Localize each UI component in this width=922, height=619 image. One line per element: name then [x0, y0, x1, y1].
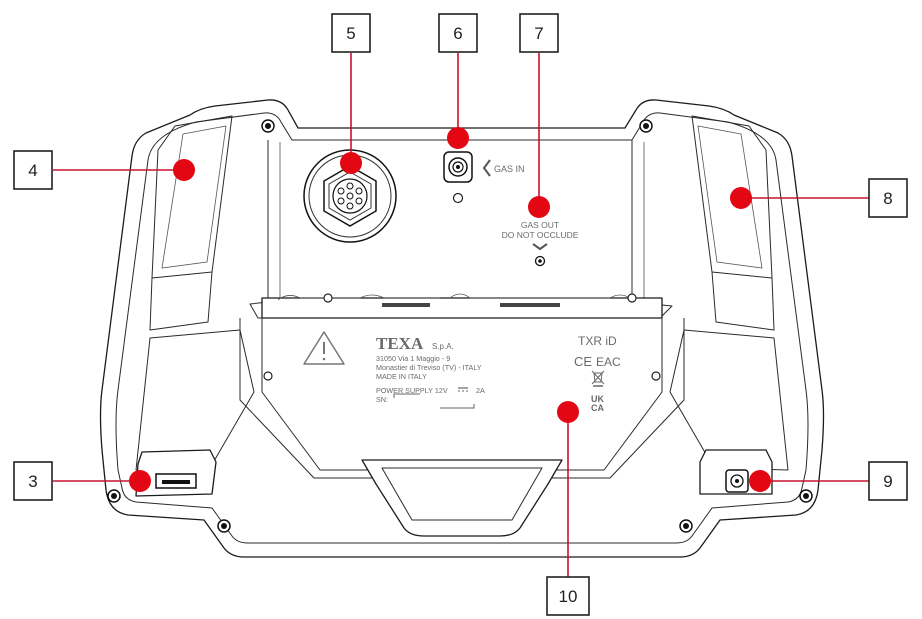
callout-number-7: 7 — [534, 24, 543, 43]
usb-port — [135, 449, 217, 497]
callouts: 3 4 5 6 7 — [13, 13, 908, 616]
gas-in-label: GAS IN — [494, 164, 525, 174]
callout-marker-9 — [749, 470, 771, 492]
gas-inlet — [443, 151, 473, 183]
device-body: GAS IN GAS OUT DO NOT OCCLUDE — [99, 99, 825, 558]
brand-name: TEXA — [376, 334, 424, 353]
address-line-1: 31050 Via 1 Maggio - 9 — [376, 354, 450, 363]
warning-triangle-icon — [303, 331, 345, 365]
ukca-mark-line-2: CA — [591, 403, 604, 413]
gas-out-label: GAS OUT — [521, 220, 559, 230]
eac-mark: EAC — [596, 355, 621, 369]
multi-pin-connector — [303, 149, 397, 243]
callout-number-10: 10 — [559, 587, 578, 606]
serial-number-label: SN: — [376, 395, 388, 404]
gas-in-arrow-icon — [482, 159, 491, 177]
callout-6: 6 — [438, 13, 478, 149]
callout-marker-10 — [557, 401, 579, 423]
callout-number-3: 3 — [28, 472, 37, 491]
screw-icons — [107, 119, 813, 533]
callout-number-5: 5 — [346, 24, 355, 43]
address-line-2: Monastier di Treviso (TV) - ITALY — [376, 363, 482, 372]
callout-marker-3 — [129, 470, 151, 492]
callout-8: 8 — [730, 178, 908, 218]
callout-4: 4 — [13, 150, 195, 190]
gas-outlet — [534, 255, 546, 267]
callout-marker-8 — [730, 187, 752, 209]
gas-out-warning: DO NOT OCCLUDE — [502, 230, 579, 240]
callout-marker-6 — [447, 127, 469, 149]
weee-bin-icon — [591, 370, 605, 387]
rating-label: TEXA S.p.A. 31050 Via 1 Maggio - 9 Monas… — [303, 331, 621, 413]
ukca-mark-line-1: UK — [591, 394, 604, 404]
callout-9: 9 — [749, 461, 908, 501]
callout-10: 10 — [546, 401, 590, 616]
callout-number-9: 9 — [883, 472, 892, 491]
ce-mark: CE — [574, 354, 592, 369]
dc-symbol-icon — [458, 387, 468, 392]
power-supply-label: POWER SUPPLY 12V — [376, 386, 448, 395]
callout-7: 7 — [519, 13, 559, 218]
model-name: TXR iD — [578, 334, 617, 348]
callout-number-6: 6 — [453, 24, 462, 43]
callout-number-4: 4 — [28, 161, 37, 180]
callout-3: 3 — [13, 461, 151, 501]
callout-marker-5 — [340, 152, 362, 174]
callout-marker-7 — [528, 196, 550, 218]
brand-suffix: S.p.A. — [432, 342, 454, 351]
gas-out-arrow-icon — [532, 243, 548, 251]
current-rating: 2A — [476, 386, 485, 395]
callout-5: 5 — [331, 13, 371, 174]
callout-marker-4 — [173, 159, 195, 181]
callout-number-8: 8 — [883, 189, 892, 208]
made-in-label: MADE IN ITALY — [376, 372, 427, 381]
